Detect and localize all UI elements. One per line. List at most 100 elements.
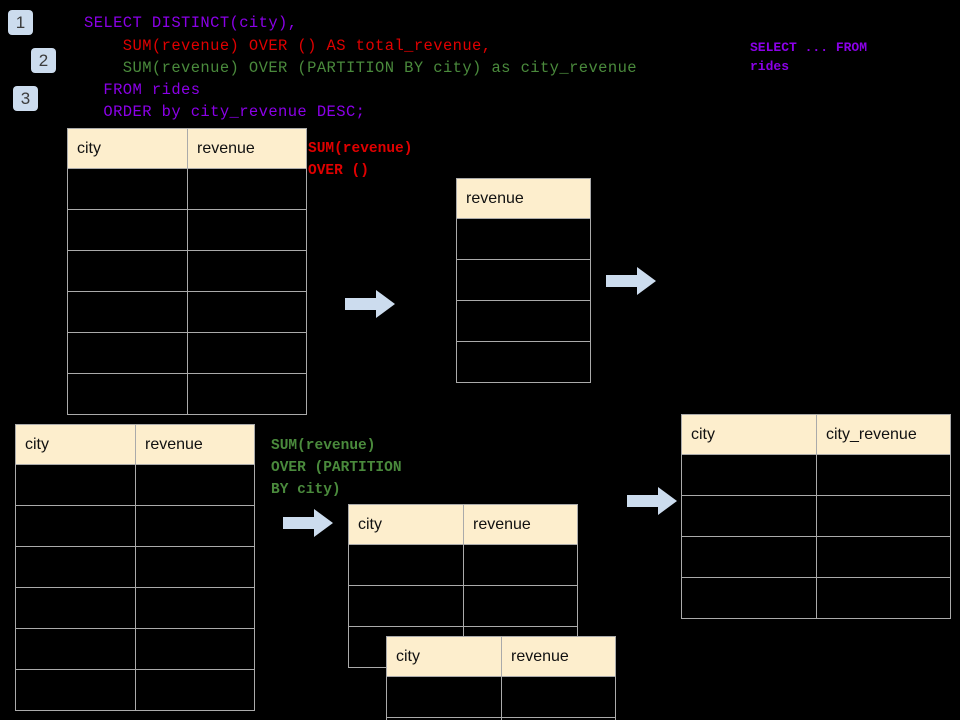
cell-city [67, 209, 188, 251]
table-row [67, 291, 307, 333]
cell-revenue [187, 209, 307, 251]
sql-line-city-revenue: SUM(revenue) OVER (PARTITION BY city) as… [84, 59, 637, 77]
table-header-row: city city_revenue [681, 414, 951, 455]
table-row [67, 373, 307, 415]
table-row [456, 259, 591, 301]
column-header-revenue: revenue [135, 424, 255, 465]
table-row [681, 577, 951, 619]
table-row [456, 341, 591, 383]
cell-revenue [456, 341, 591, 383]
cell-city [15, 546, 136, 588]
sql-query-block: SELECT DISTINCT(city), SUM(revenue) OVER… [84, 12, 637, 166]
arrow-rides-to-partition [283, 508, 333, 538]
cell-revenue [187, 250, 307, 292]
total-revenue-table: revenue [456, 178, 591, 383]
cell-city [67, 168, 188, 210]
cell-revenue [456, 218, 591, 260]
table-row [348, 544, 578, 586]
cell-revenue [463, 585, 578, 627]
cell-revenue [135, 628, 255, 670]
table-row [15, 546, 255, 588]
cell-city [386, 676, 502, 718]
table-header-row: city revenue [386, 636, 616, 677]
table-row [15, 464, 255, 506]
table-row [67, 168, 307, 210]
cell-city [15, 669, 136, 711]
arrow-partition-to-result [627, 486, 677, 516]
cell-revenue [501, 717, 616, 720]
step-badge-2: 2 [31, 48, 56, 73]
table-row [456, 218, 591, 260]
table-row [67, 209, 307, 251]
table-header-row: city revenue [348, 504, 578, 545]
cell-city [681, 495, 817, 537]
column-header-revenue: revenue [456, 178, 591, 219]
cell-city [681, 454, 817, 496]
table-row [681, 536, 951, 578]
table-row [67, 332, 307, 374]
table-row [681, 454, 951, 496]
cell-city-revenue [816, 577, 951, 619]
cell-revenue [501, 676, 616, 718]
step-badge-3: 3 [13, 86, 38, 111]
cell-revenue [187, 373, 307, 415]
cell-city [67, 291, 188, 333]
select-from-rides-caption: SELECT ... FROM rides [750, 40, 868, 74]
column-header-city: city [67, 128, 188, 169]
sql-line-total-revenue: SUM(revenue) OVER () AS total_revenue, [84, 37, 492, 55]
table-row [386, 717, 616, 720]
cell-revenue [135, 546, 255, 588]
column-header-city-revenue: city_revenue [816, 414, 951, 455]
sql-line-order-by: ORDER by city_revenue DESC; [84, 103, 366, 121]
annotation-city-revenue: SUM(revenue) OVER (PARTITION BY city) [271, 438, 402, 498]
cell-city-revenue [816, 495, 951, 537]
table-row [348, 585, 578, 627]
sql-line-select: SELECT DISTINCT(city), [84, 14, 298, 32]
cell-city [681, 536, 817, 578]
cell-revenue [456, 259, 591, 301]
cell-city [67, 373, 188, 415]
rides-source-table: city revenue [67, 128, 307, 415]
partition-group-table-a: city revenue [348, 504, 578, 668]
table-header-row: revenue [456, 178, 591, 219]
cell-revenue [135, 464, 255, 506]
result-table: city city_revenue [681, 414, 951, 619]
table-row [67, 250, 307, 292]
cell-city-revenue [816, 454, 951, 496]
cell-city [15, 464, 136, 506]
cell-revenue [187, 168, 307, 210]
cell-revenue [456, 300, 591, 342]
column-header-city: city [15, 424, 136, 465]
cell-city [67, 250, 188, 292]
step-badge-1: 1 [8, 10, 33, 35]
cell-city [681, 577, 817, 619]
table-header-row: city revenue [67, 128, 307, 169]
annotation-total-revenue: SUM(revenue) OVER () [308, 141, 413, 179]
column-header-revenue: revenue [501, 636, 616, 677]
cell-city-revenue [816, 536, 951, 578]
column-header-revenue: revenue [463, 504, 578, 545]
table-row [15, 587, 255, 629]
sql-line-from: FROM rides [84, 81, 201, 99]
table-row [15, 628, 255, 670]
arrow-rides-to-total [345, 289, 395, 319]
cell-revenue [135, 505, 255, 547]
cell-city [15, 505, 136, 547]
cell-revenue [135, 587, 255, 629]
cell-city [67, 332, 188, 374]
cell-revenue [187, 332, 307, 374]
partition-group-table-b: city revenue [386, 636, 616, 720]
cell-city [348, 585, 464, 627]
cell-city [348, 544, 464, 586]
table-row [456, 300, 591, 342]
table-row [15, 669, 255, 711]
column-header-city: city [348, 504, 464, 545]
rides-source-table-partitioned: city revenue [15, 424, 255, 711]
table-header-row: city revenue [15, 424, 255, 465]
table-row [681, 495, 951, 537]
table-row [15, 505, 255, 547]
cell-city [15, 628, 136, 670]
table-row [386, 676, 616, 718]
cell-revenue [187, 291, 307, 333]
